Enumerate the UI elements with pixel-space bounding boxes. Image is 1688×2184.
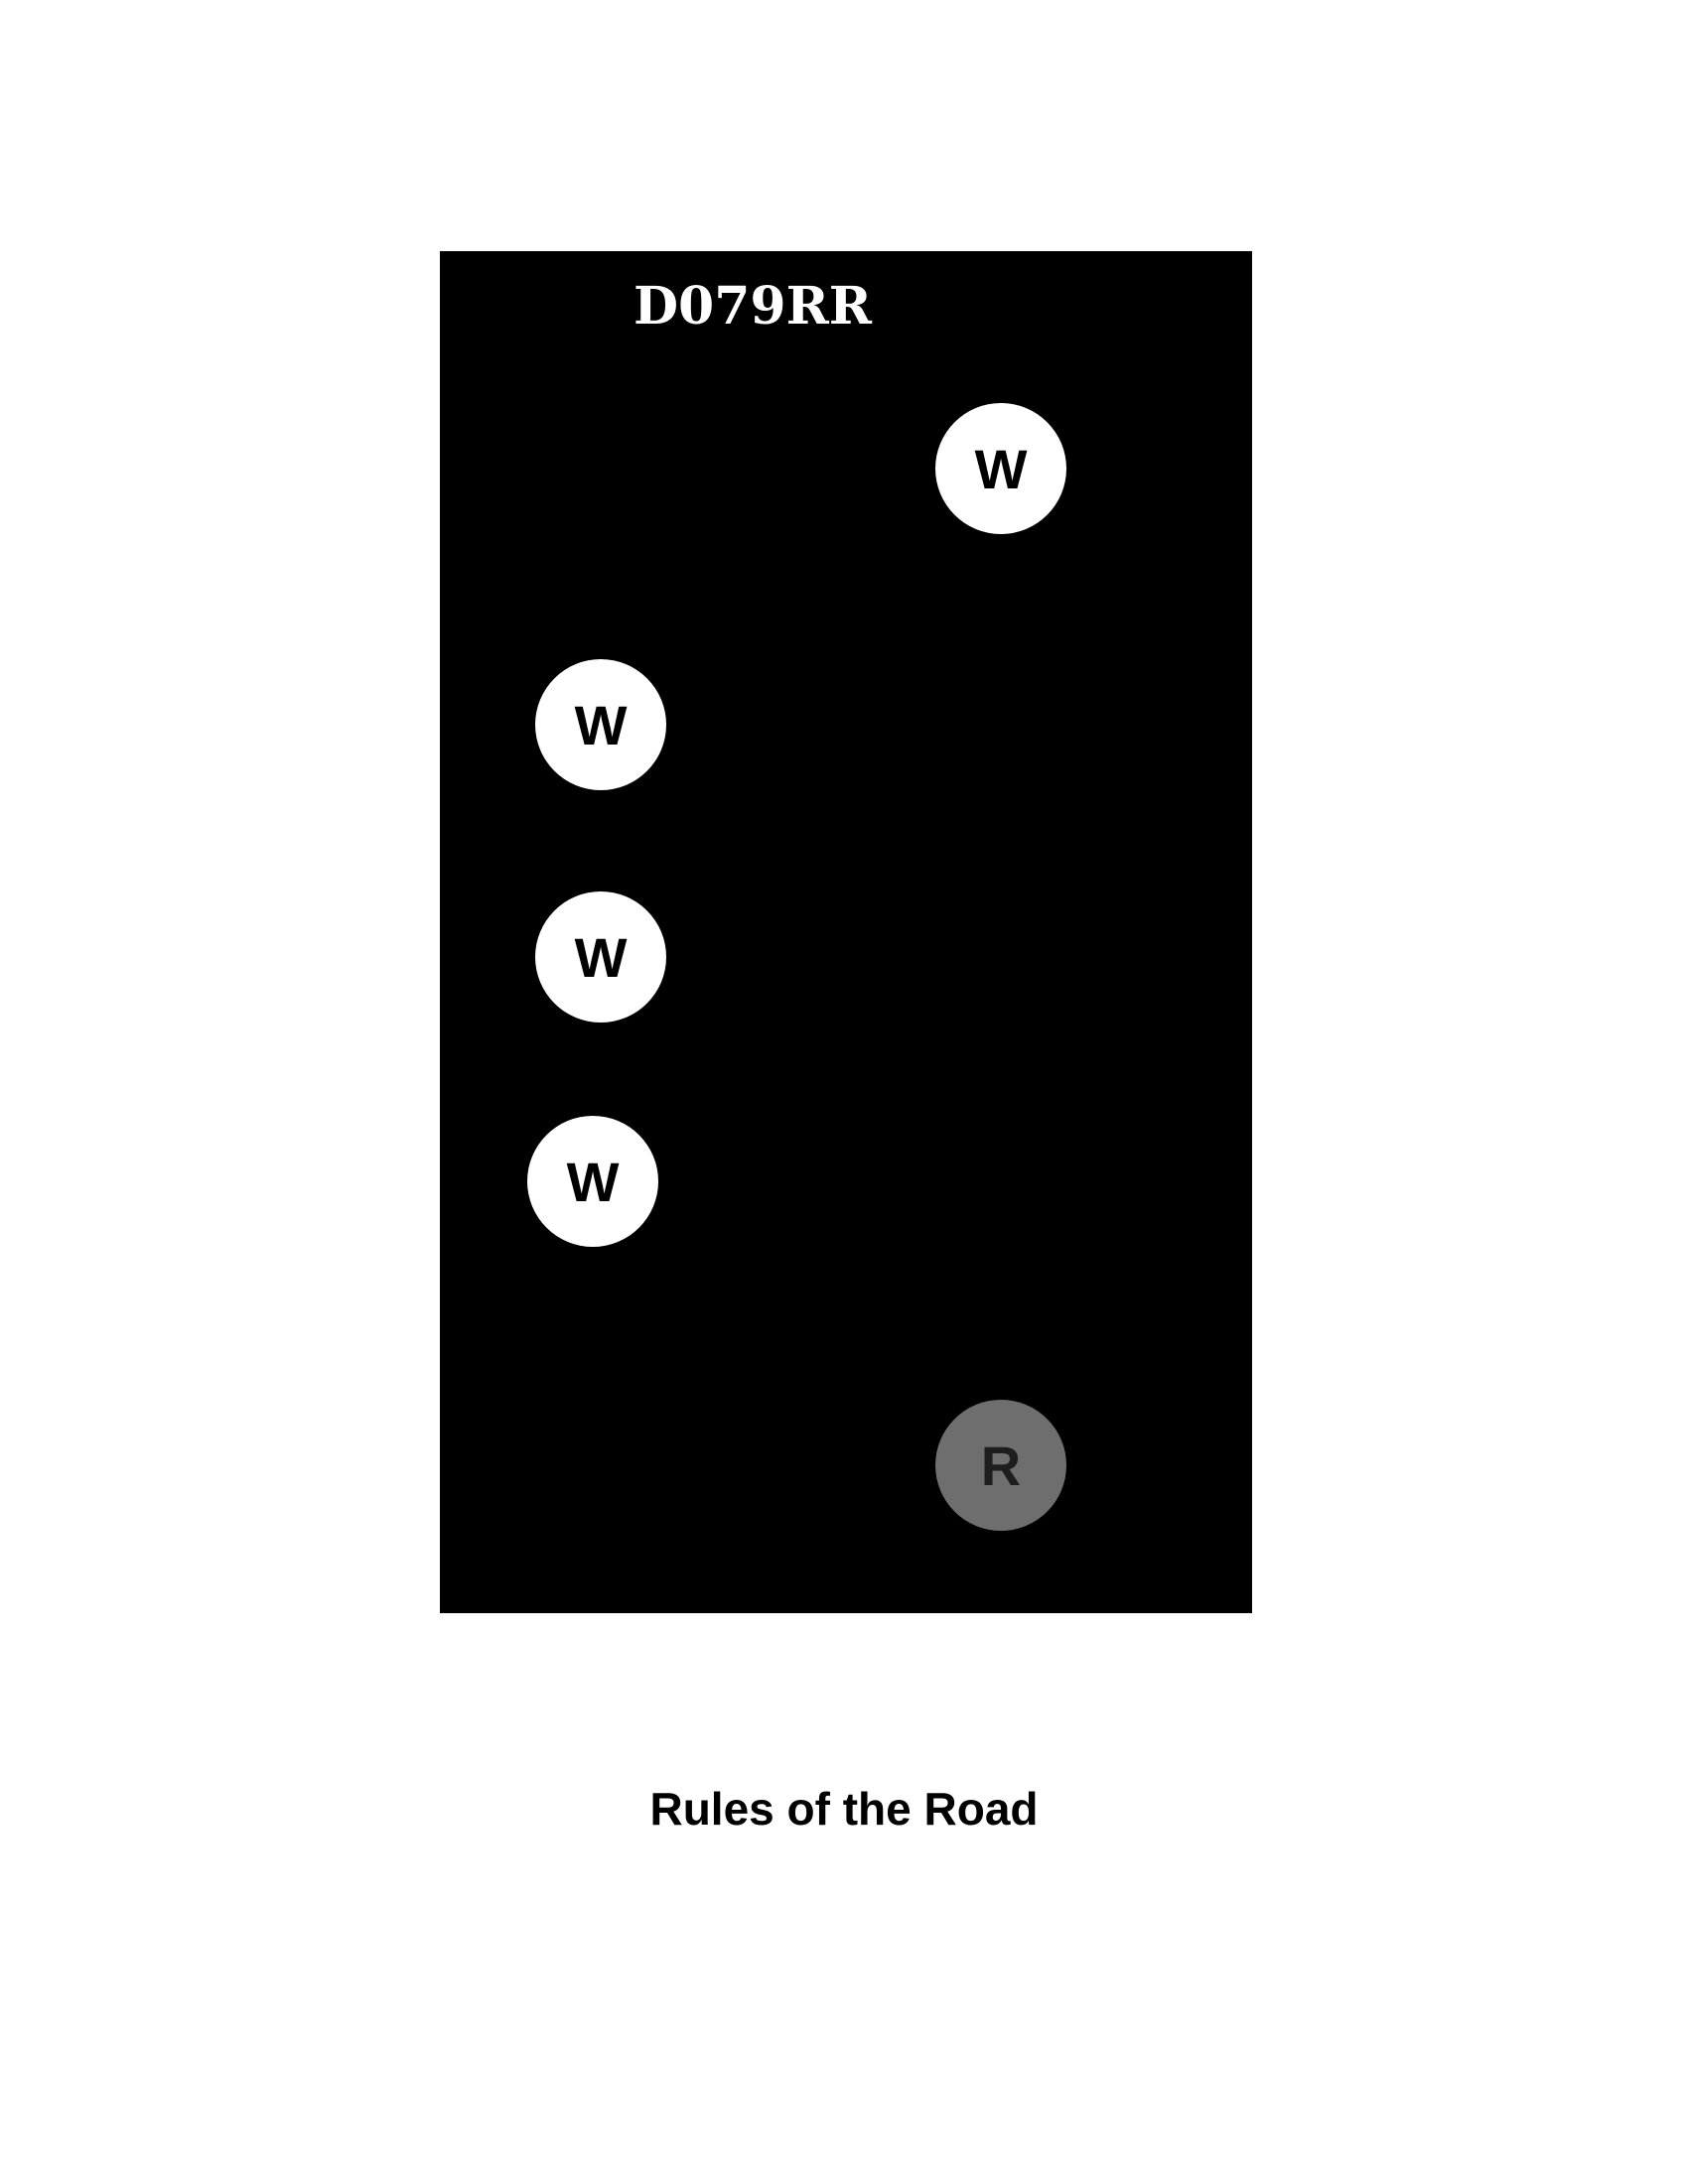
white-light-3: W bbox=[535, 891, 666, 1023]
light-diagram: D079RR W W W W R bbox=[440, 251, 1252, 1613]
white-light-1: W bbox=[935, 403, 1066, 534]
white-light-2: W bbox=[535, 659, 666, 790]
red-light: R bbox=[935, 1400, 1066, 1531]
page-caption: Rules of the Road bbox=[649, 1783, 1039, 1835]
white-light-4: W bbox=[527, 1116, 658, 1247]
diagram-id: D079RR bbox=[633, 276, 873, 337]
